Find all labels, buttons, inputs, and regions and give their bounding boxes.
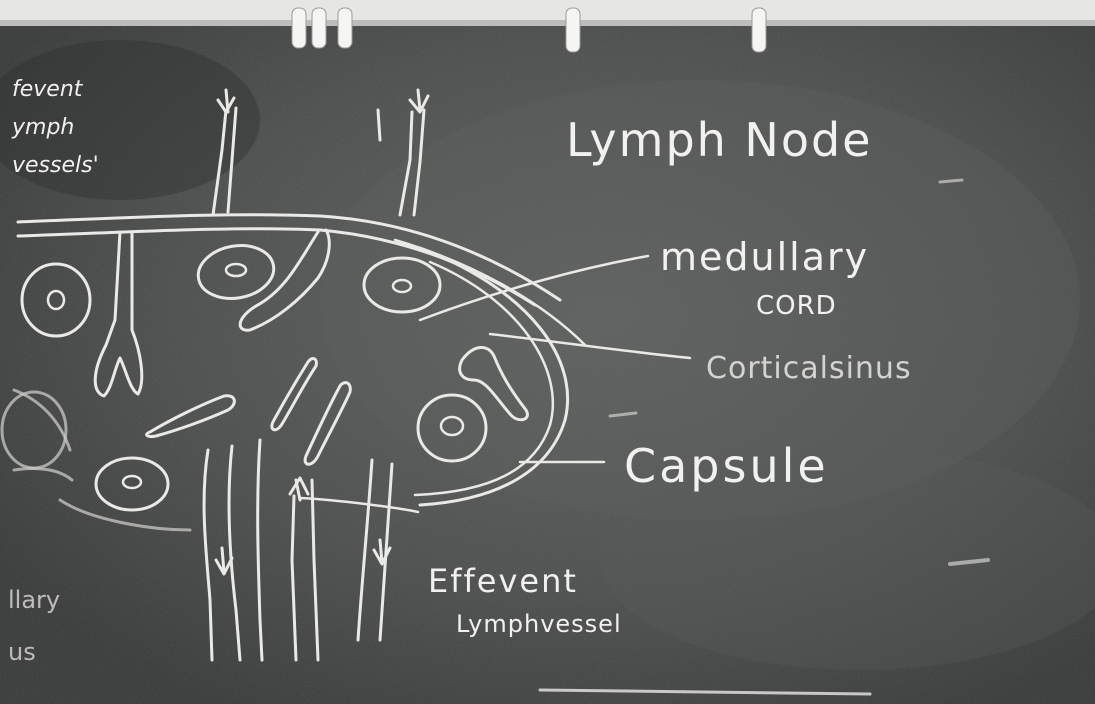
label-cortical-sinus: Corticalsinus bbox=[706, 351, 912, 386]
label-efferent: Effevent bbox=[428, 562, 578, 600]
label-afferent-3: vessels' bbox=[12, 153, 99, 178]
label-left-bottom-2: us bbox=[8, 638, 36, 666]
label-medullary: medullary bbox=[660, 235, 869, 279]
board-frame-top bbox=[0, 0, 1095, 22]
label-lymph-vessel: Lymphvessel bbox=[456, 610, 622, 638]
label-left-bottom-1: llary bbox=[8, 586, 60, 614]
label-afferent-1: fevent bbox=[12, 77, 84, 102]
title-lymph-node: Lymph Node bbox=[566, 113, 872, 167]
label-afferent-2: ymph bbox=[11, 115, 74, 140]
label-capsule: Capsule bbox=[624, 439, 829, 493]
label-cord: CORD bbox=[756, 291, 837, 321]
